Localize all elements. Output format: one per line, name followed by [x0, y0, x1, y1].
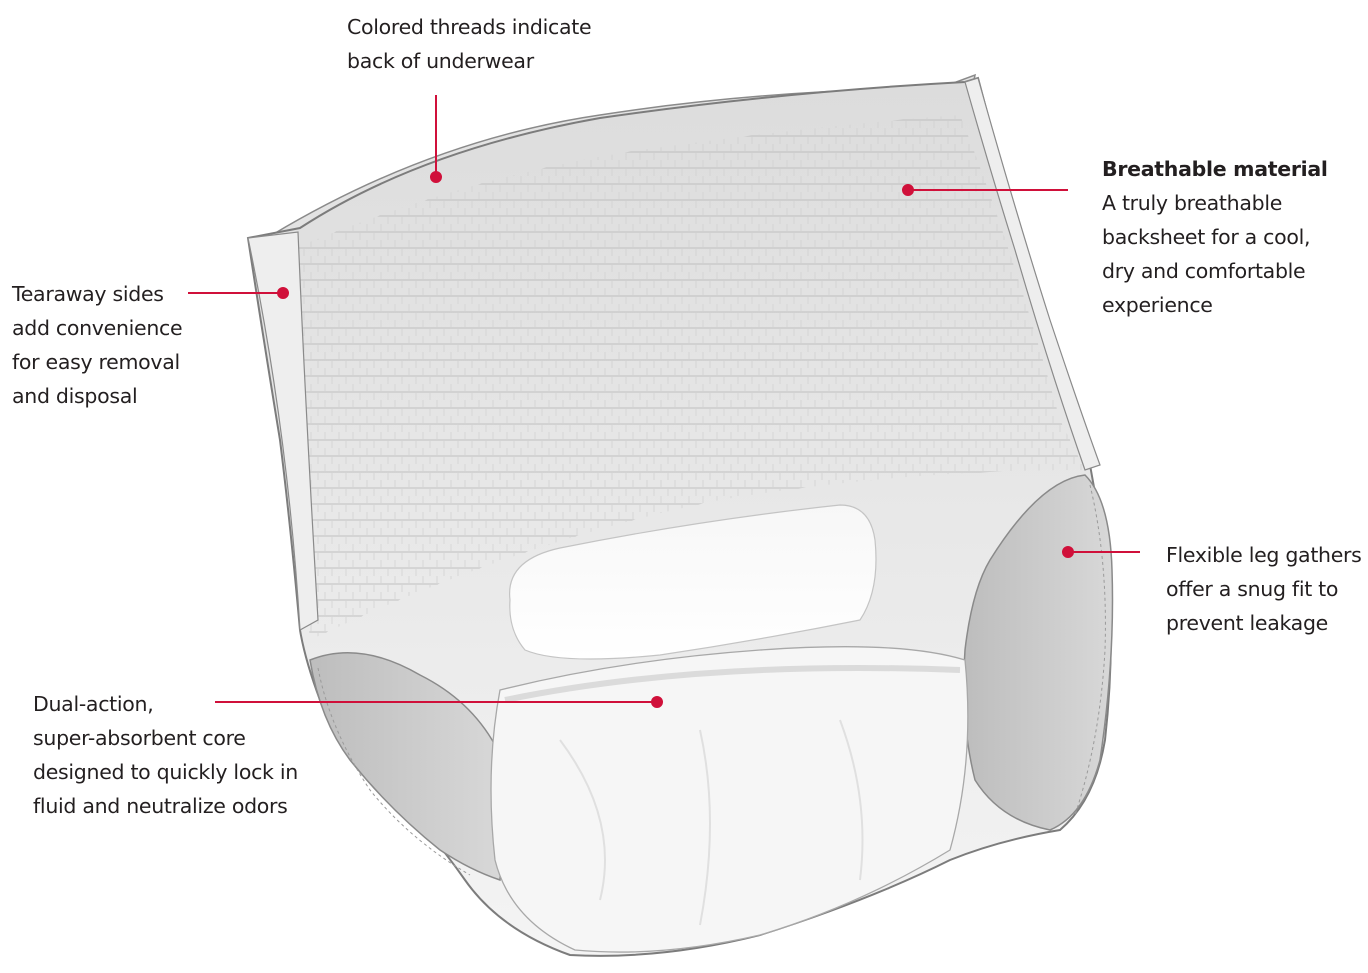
breathable-line-1: A truly breathable: [1102, 186, 1328, 220]
tearaway-line-1: Tearaway sides: [12, 277, 182, 311]
threads-line-2: back of underwear: [347, 44, 591, 78]
threads-callout: Colored threads indicate back of underwe…: [347, 10, 591, 78]
breathable-dot: [903, 185, 913, 195]
threads-line-1: Colored threads indicate: [347, 10, 591, 44]
breathable-line-2: backsheet for a cool,: [1102, 220, 1328, 254]
core-line-4: fluid and neutralize odors: [33, 789, 298, 823]
breathable-callout: Breathable material A truly breathable b…: [1102, 152, 1328, 322]
core-dot: [652, 697, 662, 707]
core-line-2: super-absorbent core: [33, 721, 298, 755]
tearaway-line-2: add convenience: [12, 311, 182, 345]
core-line-3: designed to quickly lock in: [33, 755, 298, 789]
breathable-line-3: dry and comfortable: [1102, 254, 1328, 288]
leg-line-1: Flexible leg gathers: [1166, 538, 1362, 572]
core-callout: Dual-action, super-absorbent core design…: [33, 687, 298, 823]
tearaway-line-4: and disposal: [12, 379, 182, 413]
tearaway-dot: [278, 288, 288, 298]
tearaway-line-3: for easy removal: [12, 345, 182, 379]
tearaway-callout: Tearaway sides add convenience for easy …: [12, 277, 182, 413]
breathable-line-4: experience: [1102, 288, 1328, 322]
breathable-heading: Breathable material: [1102, 152, 1328, 186]
leg-gathers-callout: Flexible leg gathers offer a snug fit to…: [1166, 538, 1362, 640]
leg-dot: [1063, 547, 1073, 557]
core-line-1: Dual-action,: [33, 687, 298, 721]
threads-dot: [431, 172, 441, 182]
leg-line-2: offer a snug fit to: [1166, 572, 1362, 606]
leg-line-3: prevent leakage: [1166, 606, 1362, 640]
